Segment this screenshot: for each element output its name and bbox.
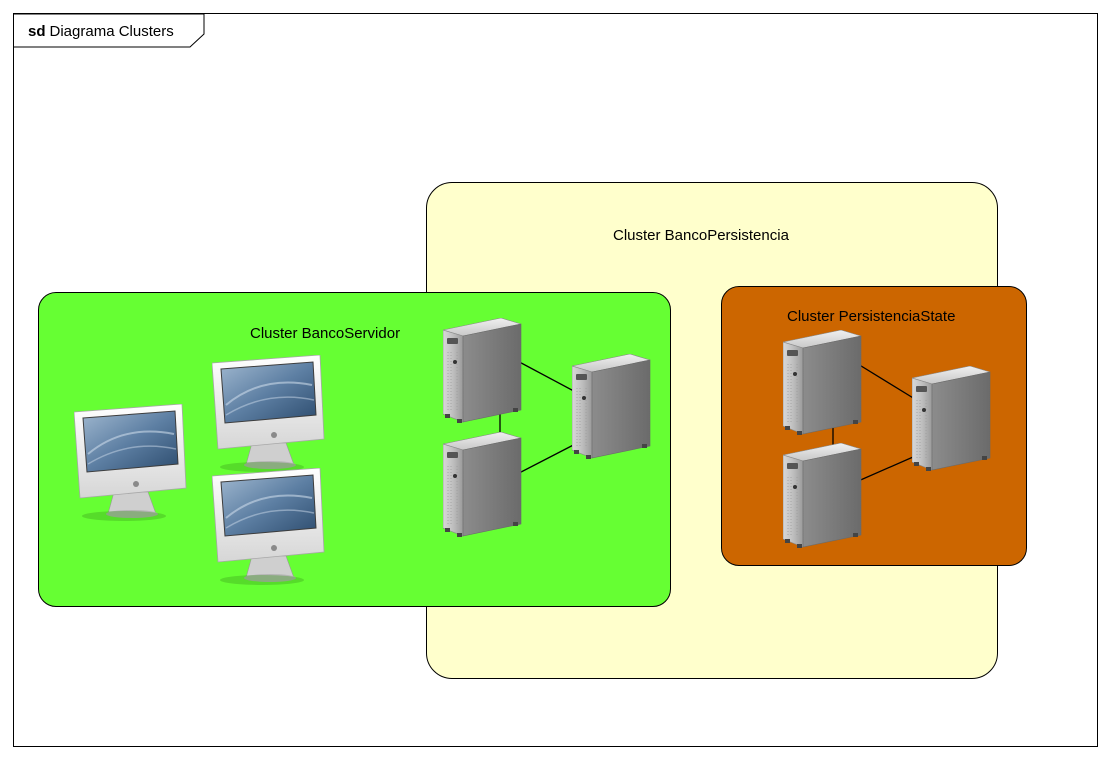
tower-server-icon[interactable] xyxy=(443,432,523,538)
frame-keyword: sd xyxy=(28,23,46,40)
link-line xyxy=(852,360,924,405)
imac-computer-icon[interactable] xyxy=(212,355,337,475)
imac-computer-icon[interactable] xyxy=(212,468,337,588)
cluster-label: Cluster PersistenciaState xyxy=(787,308,956,325)
tower-server-icon[interactable] xyxy=(783,330,863,436)
tower-server-icon[interactable] xyxy=(783,443,863,549)
tower-server-icon[interactable] xyxy=(912,366,992,472)
frame-name: Diagrama Clusters xyxy=(49,23,174,40)
frame-tab xyxy=(14,14,205,48)
tower-server-icon[interactable] xyxy=(572,354,652,460)
tower-server-icon[interactable] xyxy=(443,318,523,424)
cluster-label: Cluster BancoServidor xyxy=(250,325,401,342)
imac-computer-icon[interactable] xyxy=(74,404,199,524)
cluster-label: Cluster BancoPersistencia xyxy=(613,227,789,244)
